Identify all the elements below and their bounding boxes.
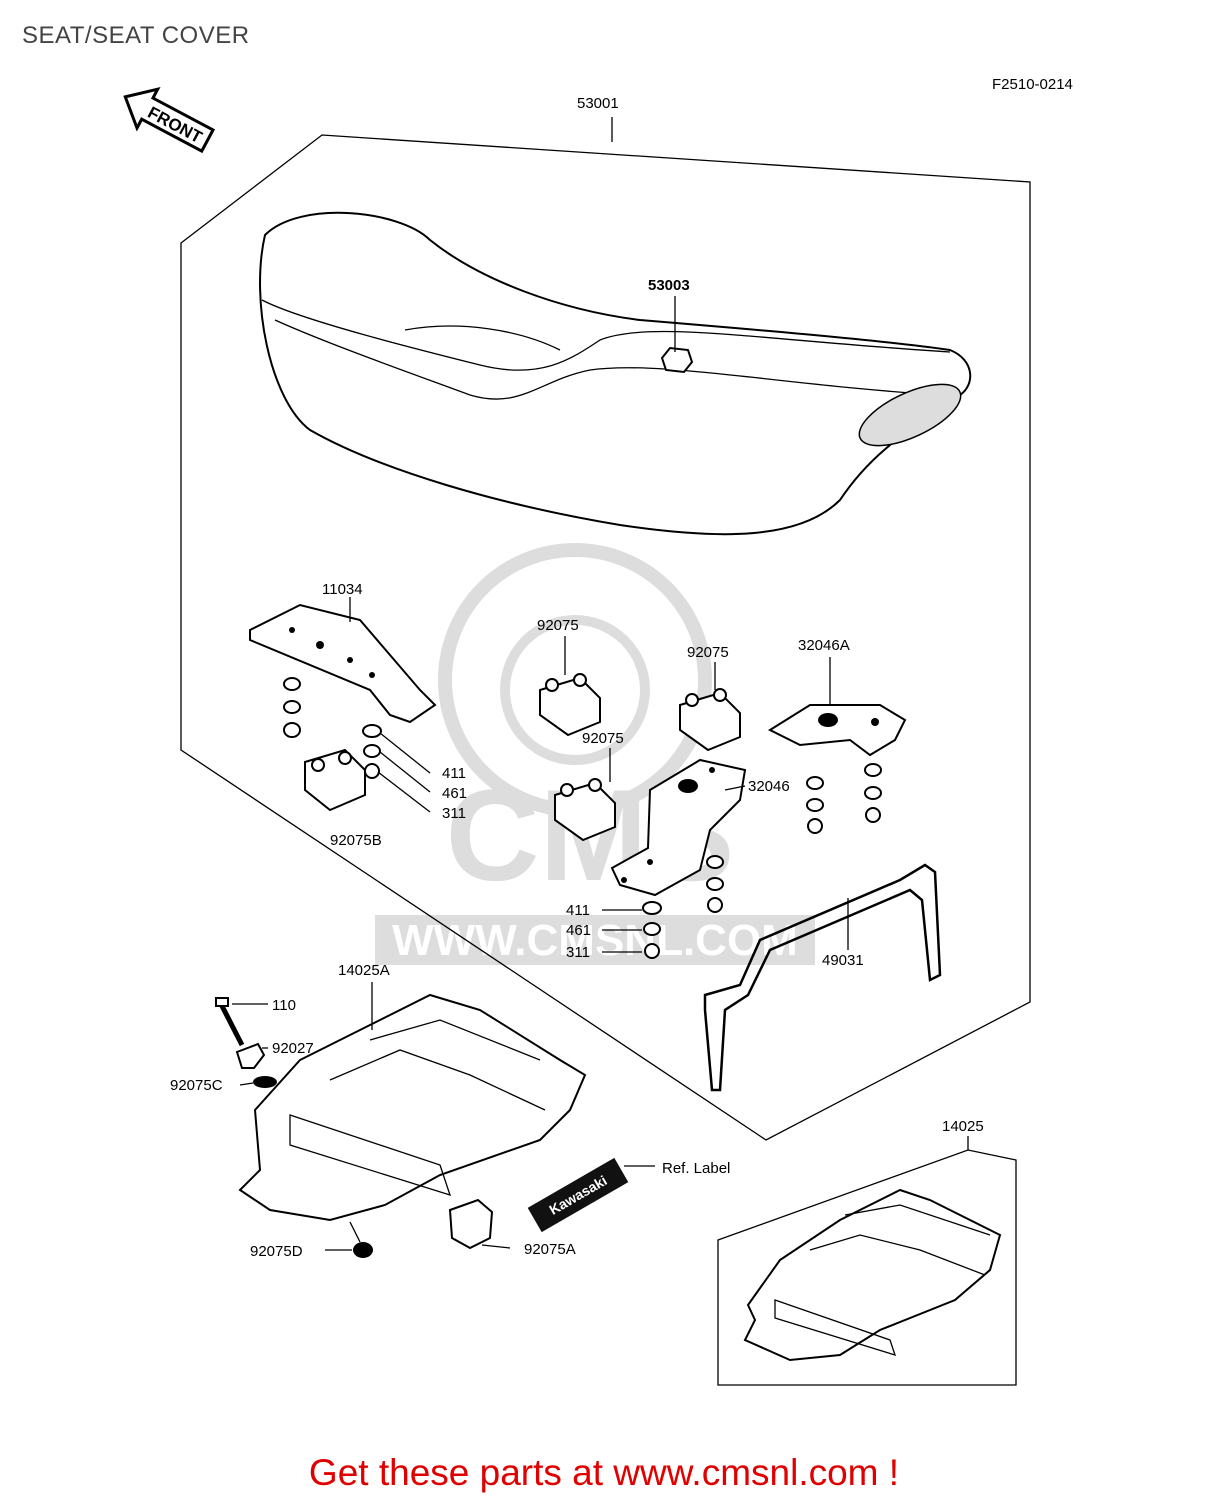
bracket-32046	[610, 758, 747, 897]
bolt-110	[215, 997, 245, 1047]
label-92075-c: 92075	[582, 730, 624, 747]
front-arrow-icon: FRONT	[123, 86, 216, 154]
nuts-center-column	[642, 855, 724, 959]
label-92075C: 92075C	[170, 1077, 223, 1094]
diagram-code: F2510-0214	[992, 76, 1073, 93]
label-92075D: 92075D	[250, 1243, 303, 1260]
label-53003: 53003	[648, 277, 690, 294]
tail-cowl-14025	[743, 1188, 1002, 1362]
label-53001: 53001	[577, 95, 619, 112]
damper-92075-b	[679, 688, 741, 752]
damper-92075-a	[539, 673, 601, 737]
label-11034: 11034	[322, 581, 363, 598]
label-110: 110	[272, 997, 296, 1014]
collar-92027	[235, 1042, 266, 1069]
label-92027: 92027	[272, 1040, 314, 1057]
label-14025: 14025	[942, 1118, 984, 1135]
page-title: SEAT/SEAT COVER	[22, 22, 250, 49]
nuts-right-column	[806, 763, 882, 834]
assembly-frame-14025	[717, 1149, 1017, 1386]
label-92075A: 92075A	[524, 1241, 576, 1258]
damper-92075-c	[554, 778, 616, 842]
label-92075B: 92075B	[330, 832, 382, 849]
label-49031: 49031	[822, 952, 864, 969]
label-ref-label: Ref. Label	[662, 1160, 730, 1177]
watermark-url: WWW.CMSNL.COM	[392, 916, 798, 965]
label-311-left: 311	[442, 805, 466, 822]
assembly-frame	[180, 134, 1031, 1141]
label-461-center: 461	[566, 922, 591, 939]
bracket-32046A	[767, 704, 907, 757]
label-32046: 32046	[748, 778, 790, 795]
watermark: CMS WWW.CMSNL.COM	[375, 543, 815, 965]
seat-53001	[259, 211, 972, 536]
label-92075-a: 92075	[537, 617, 579, 634]
bracket-11034	[249, 603, 437, 724]
grommet-92075D	[353, 1242, 373, 1258]
grommet-92075C	[253, 1076, 277, 1088]
damper-92075A	[448, 1198, 494, 1250]
label-461-left: 461	[442, 785, 467, 802]
damper-92075B	[304, 748, 366, 812]
label-411-center: 411	[566, 902, 590, 919]
grab-bar-49031	[703, 863, 942, 1092]
nuts-left-column	[283, 677, 382, 779]
emblem-label: Kawasaki	[527, 1157, 629, 1233]
label-92075-b: 92075	[687, 644, 729, 661]
label-32046A: 32046A	[798, 637, 850, 654]
label-14025A: 14025A	[338, 962, 390, 979]
tail-cowl-14025A	[238, 993, 587, 1222]
cta-link[interactable]: Get these parts at www.cmsnl.com !	[308, 1452, 900, 1493]
clip-53003	[660, 346, 694, 374]
label-411-left: 411	[442, 765, 466, 782]
label-311-center: 311	[566, 944, 590, 961]
